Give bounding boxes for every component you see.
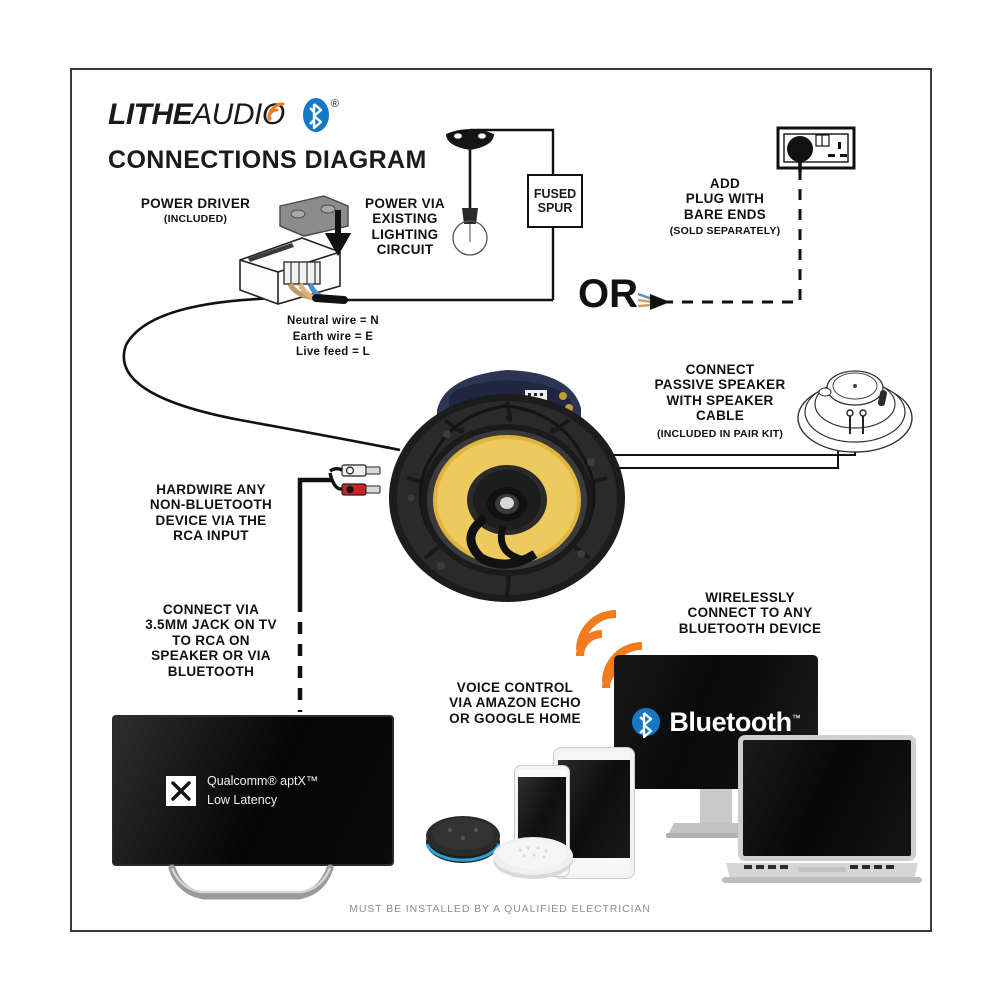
fused-spur-box: FUSED SPUR bbox=[527, 174, 583, 228]
bluetooth-round-icon bbox=[632, 708, 661, 739]
power-driver-icon bbox=[239, 195, 352, 305]
logo-lithe: LITHE bbox=[108, 98, 193, 131]
google-home-mini-icon bbox=[493, 837, 573, 879]
aptx-x-icon bbox=[166, 775, 196, 806]
registered-mark: ® bbox=[330, 98, 339, 110]
pendant-lamp-icon bbox=[446, 129, 494, 256]
tv-device: Qualcomm® aptX™ Low Latency bbox=[112, 715, 394, 902]
passive-speaker-label: CONNECT PASSIVE SPEAKER WITH SPEAKER CAB… bbox=[654, 362, 786, 440]
or-label: OR bbox=[578, 272, 638, 316]
bare-ends-connector-icon bbox=[637, 292, 670, 310]
wifi-arc-icon-upper bbox=[576, 610, 617, 657]
diagram-border bbox=[70, 68, 932, 932]
tv-stand-icon bbox=[168, 864, 334, 900]
page-title: CONNECTIONS DIAGRAM bbox=[108, 146, 427, 174]
aptx-badge: Qualcomm® aptX™ Low Latency bbox=[166, 772, 318, 808]
bluetooth-icon bbox=[302, 98, 329, 132]
wire-key-label: Neutral wire = N Earth wire = E Live fee… bbox=[286, 315, 380, 359]
footer-note: MUST BE INSTALLED BY A QUALIFIED ELECTRI… bbox=[349, 903, 651, 915]
voice-control-label: VOICE CONTROL VIA AMAZON ECHO OR GOOGLE … bbox=[449, 680, 581, 726]
bluetooth-wordmark: Bluetooth bbox=[669, 706, 792, 737]
wireless-connect-label: WIRELESSLY CONNECT TO ANY BLUETOOTH DEVI… bbox=[678, 590, 822, 636]
desktop-monitor-icon: Bluetooth ™ bbox=[614, 655, 818, 841]
laptop-base-icon bbox=[722, 863, 922, 883]
echo-dot-icon bbox=[425, 816, 501, 863]
add-plug-label: ADD PLUG WITH BARE ENDS (SOLD SEPARATELY… bbox=[669, 176, 781, 238]
power-driver-label: POWER DRIVER (INCLUDED) bbox=[140, 196, 251, 226]
hardwire-rca-label: HARDWIRE ANY NON-BLUETOOTH DEVICE VIA TH… bbox=[149, 482, 273, 544]
bluetooth-brand: Bluetooth ™ bbox=[631, 706, 801, 739]
wall-socket-icon bbox=[776, 126, 856, 172]
passive-speaker-icon bbox=[797, 370, 913, 453]
aptx-line1: Qualcomm® aptX™ bbox=[207, 774, 319, 789]
brand-logo: LITHE AUDIO ® CONNECTIONS DIAGRAM bbox=[108, 96, 427, 175]
aptx-line2: Low Latency bbox=[207, 792, 278, 807]
laptop-icon bbox=[722, 735, 922, 887]
wifi-arc-icon bbox=[266, 102, 285, 121]
jack-35mm-label: CONNECT VIA 3.5MM JACK ON TV TO RCA ON S… bbox=[145, 602, 277, 679]
power-via-label: POWER VIA EXISTING LIGHTING CIRCUIT bbox=[365, 196, 445, 258]
bluetooth-trademark: ™ bbox=[791, 712, 801, 723]
ceiling-speaker-icon bbox=[389, 370, 625, 602]
rca-plug-pair-icon bbox=[328, 464, 381, 496]
